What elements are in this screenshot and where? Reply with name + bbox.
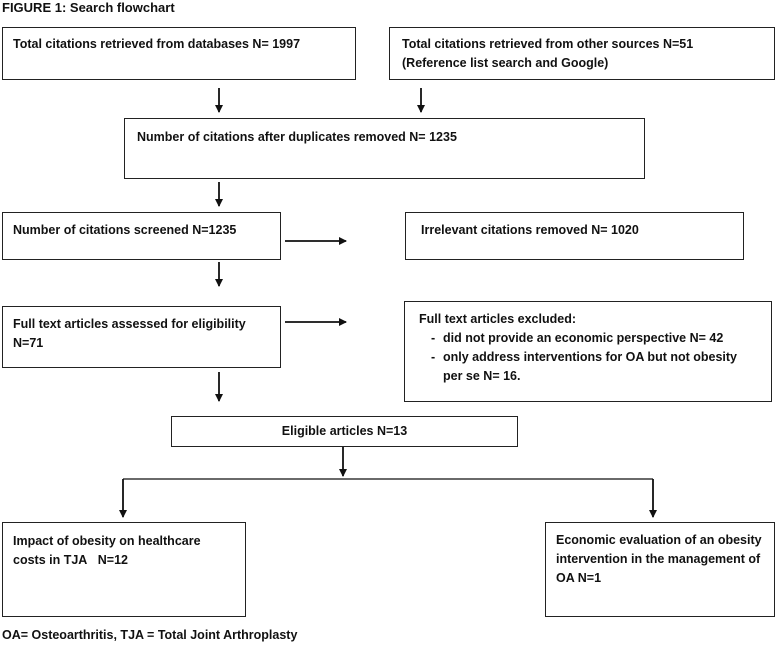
screened-text: Number of citations screened N=1235 [13,223,237,237]
excluded-reason-item: only address interventions for OA but no… [419,348,759,386]
box-excluded: Full text articles excluded: did not pro… [404,301,772,402]
box-impact: Impact of obesity on healthcare costs in… [2,522,246,617]
box-other-sources: Total citations retrieved from other sou… [389,27,775,80]
box-eligible: Eligible articles N=13 [171,416,518,447]
footnote: OA= Osteoarthritis, TJA = Total Joint Ar… [2,628,298,642]
box-screened: Number of citations screened N=1235 [2,212,281,260]
excluded-reasons-list: did not provide an economic perspective … [419,329,759,386]
eligible-text: Eligible articles N=13 [281,424,408,438]
box-irrelevant: Irrelevant citations removed N= 1020 [405,212,744,260]
after-duplicates-text: Number of citations after duplicates rem… [137,130,457,144]
box-databases: Total citations retrieved from databases… [2,27,356,80]
excluded-reason-item: did not provide an economic perspective … [419,329,759,348]
box-full-text-assessed: Full text articles assessed for eligibil… [2,306,281,368]
databases-text: Total citations retrieved from databases… [13,37,301,51]
box-after-duplicates: Number of citations after duplicates rem… [124,118,645,179]
figure-title: FIGURE 1: Search flowchart [2,0,175,15]
excluded-title: Full text articles excluded: [419,312,576,326]
impact-text: Impact of obesity on healthcare costs in… [13,534,201,567]
other-sources-line2: (Reference list search and Google) [402,56,609,70]
full-text-assessed-text: Full text articles assessed for eligibil… [13,317,246,350]
economic-eval-text: Economic evaluation of an obesity interv… [556,533,762,585]
other-sources-line1: Total citations retrieved from other sou… [402,37,694,51]
irrelevant-text: Irrelevant citations removed N= 1020 [421,223,639,237]
box-economic-eval: Economic evaluation of an obesity interv… [545,522,775,617]
